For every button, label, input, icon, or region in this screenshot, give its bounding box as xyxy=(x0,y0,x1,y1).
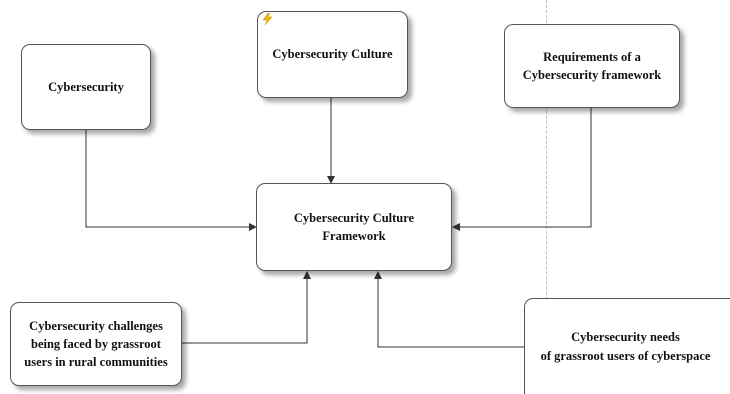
node-needs[interactable]: Cybersecurity needs of grassroot users o… xyxy=(524,298,730,394)
node-cybersecurity[interactable]: Cybersecurity xyxy=(21,44,151,130)
edge-challenges-to-framework xyxy=(182,271,311,344)
node-requirements[interactable]: Requirements of a Cybersecurity framewor… xyxy=(504,24,680,108)
node-challenges-label: Cybersecurity challenges being faced by … xyxy=(24,318,168,370)
guide-line xyxy=(546,0,547,390)
edge-cybersecurity-to-framework xyxy=(85,130,257,231)
node-cybersecurity-label: Cybersecurity xyxy=(48,79,124,94)
node-needs-label: Cybersecurity needs of grassroot users o… xyxy=(540,330,711,363)
edge-needs-to-framework xyxy=(374,271,526,348)
node-challenges[interactable]: Cybersecurity challenges being faced by … xyxy=(10,302,182,386)
node-cybersecurity-culture[interactable]: Cybersecurity Culture xyxy=(257,11,408,98)
node-framework[interactable]: Cybersecurity Culture Framework xyxy=(256,183,452,271)
node-requirements-label: Requirements of a Cybersecurity framewor… xyxy=(522,49,662,82)
lightning-icon xyxy=(262,13,273,25)
node-cybersecurity-culture-label: Cybersecurity Culture xyxy=(272,47,393,62)
node-framework-label: Cybersecurity Culture Framework xyxy=(293,210,415,243)
edge-requirements-to-framework xyxy=(452,108,592,231)
